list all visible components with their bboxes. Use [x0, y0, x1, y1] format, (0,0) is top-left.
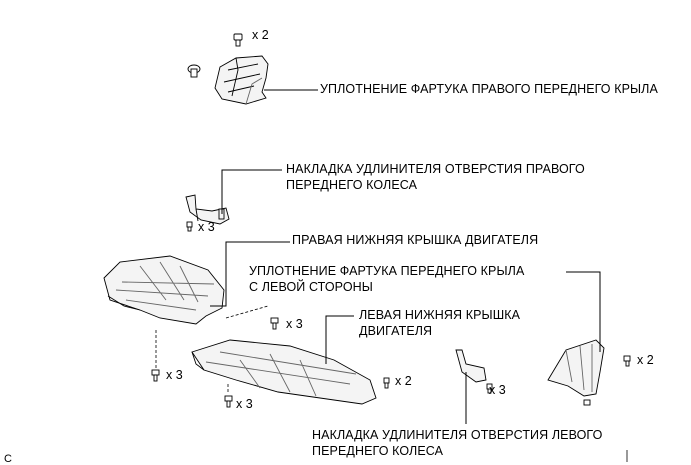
center-bolt-icon	[270, 317, 279, 330]
qty-top-clip: x 2	[252, 28, 269, 42]
qty-left-ext-clips: x 3	[489, 383, 506, 397]
lower-bolt-icon	[224, 395, 233, 408]
right-ext-clip-icon	[186, 221, 193, 232]
leader-right-wheel-extension	[221, 169, 282, 214]
corner-mark: C	[4, 453, 12, 465]
dash-right-cover-to-bolt	[225, 305, 269, 319]
leader-left-fender-seal	[566, 271, 601, 352]
qty-left-bolts-outer: x 3	[166, 368, 183, 382]
left-wheel-extension-part	[455, 349, 487, 383]
left-ext-clip-icon	[486, 383, 493, 394]
left-fender-seal-part	[547, 339, 605, 397]
top-clip-icon	[233, 33, 243, 47]
left-bolt-icon	[151, 369, 160, 382]
label-left-engine-cover-line2: ДВИГАТЕЛЯ	[359, 324, 433, 338]
leader-right-engine-cover	[210, 241, 290, 307]
screw-grommet-icon	[187, 64, 201, 78]
qty-left-seal-clips: x 2	[637, 353, 654, 367]
label-left-wheel-extension-line1: НАКЛАДКА УДЛИНИТЕЛЯ ОТВЕРСТИЯ ЛЕВОГО	[312, 428, 603, 442]
qty-left-bolts-lower: x 3	[236, 397, 253, 411]
qty-center-bolts: x 3	[286, 317, 303, 331]
left-seal-clip-icon	[583, 355, 631, 406]
label-left-wheel-extension-line2: ПЕРЕДНЕГО КОЛЕСА	[312, 444, 444, 458]
qty-right-cover-clips: x 2	[395, 374, 412, 388]
label-right-wheel-extension-line1: НАКЛАДКА УДЛИНИТЕЛЯ ОТВЕРСТИЯ ПРАВОГО	[286, 162, 585, 176]
label-right-wheel-extension-line2: ПЕРЕДНЕГО КОЛЕСА	[286, 178, 418, 192]
right-engine-under-cover-part	[103, 255, 225, 325]
label-left-fender-seal-line2: С ЛЕВОЙ СТОРОНЫ	[249, 280, 373, 294]
label-right-fender-seal: УПЛОТНЕНИЕ ФАРТУКА ПРАВОГО ПЕРЕДНЕГО КРЫ…	[320, 82, 658, 96]
left-engine-under-cover-part	[191, 339, 377, 405]
leader-left-engine-cover	[325, 315, 354, 364]
label-left-fender-seal-line1: УПЛОТНЕНИЕ ФАРТУКА ПЕРЕДНЕГО КРЫЛА	[249, 264, 525, 278]
label-left-engine-cover-line1: ЛЕВАЯ НИЖНЯЯ КРЫШКА	[359, 308, 521, 322]
right-fender-seal-part	[214, 55, 269, 105]
qty-right-ext-clips: x 3	[198, 220, 215, 234]
right-cover-clip-icon	[383, 377, 390, 389]
label-right-engine-cover: ПРАВАЯ НИЖНЯЯ КРЫШКА ДВИГАТЕЛЯ	[292, 233, 539, 247]
